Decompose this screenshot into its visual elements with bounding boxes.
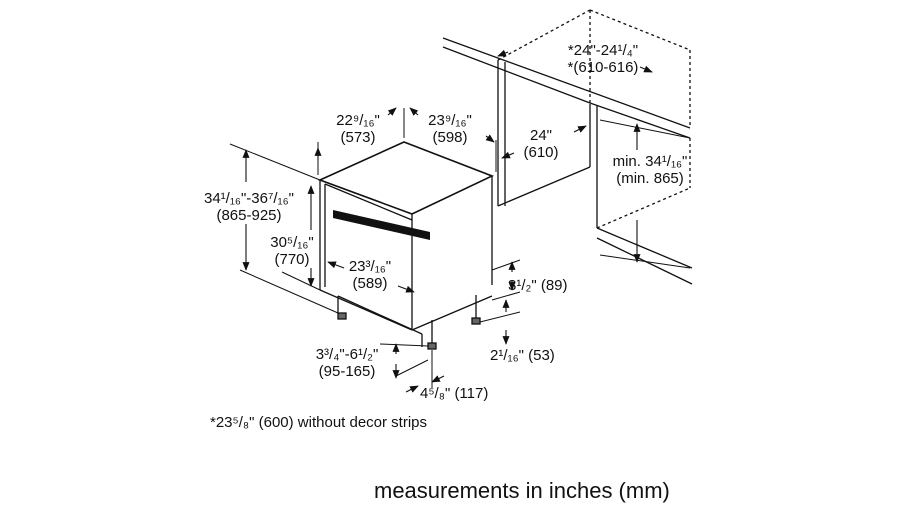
caption: measurements in inches (mm) (374, 478, 670, 503)
cabinet-depth-dimension: 24" (610) (516, 127, 566, 161)
dimension-arrows (242, 49, 653, 393)
leg-offset-dimension: 4⁵/₈" (117) (420, 385, 488, 402)
door-handle (333, 210, 430, 240)
foot-left (337, 312, 347, 320)
cabinet-height-inches: min. 34¹/₁₆" (612, 153, 688, 170)
cabinet-width-inches: *24"-24¹/₄" (567, 42, 639, 59)
foot-right (471, 317, 481, 325)
total-height-mm: (865-925) (216, 207, 282, 224)
leg-offset-value: 4⁵/₈" (117) (420, 385, 489, 402)
cabinet-width-dimension: *24"-24¹/₄" *(610-616) (548, 42, 658, 76)
total-height-dimension: 34¹/₁₆"-36⁷/₁₆" (865-925) (196, 190, 302, 224)
cabinet-depth-mm: (610) (523, 144, 559, 161)
leg-height-inches: 3³/₄"-6¹/₂" (315, 346, 379, 363)
door-height-dimension: 30⁵/₁₆" (770) (262, 234, 322, 268)
extension-lines (229, 108, 691, 388)
depth-a-mm: (573) (340, 129, 376, 146)
leg-height-dimension: 3³/₄"-6¹/₂" (95-165) (304, 346, 390, 380)
width-inches: 23³/₁₆" (348, 258, 392, 275)
foot-front (427, 342, 437, 350)
cabinet-outline (442, 37, 693, 285)
foot-height-dimension: 2¹/₁₆" (53) (490, 347, 555, 364)
depth-b-inches: 23⁹/₁₆" (428, 112, 472, 129)
cabinet-height-mm: (min. 865) (616, 170, 684, 187)
depth-b-dimension: 23⁹/₁₆" (598) (418, 112, 482, 146)
foot-height-value: 2¹/₁₆" (53) (490, 347, 555, 364)
depth-a-inches: 22⁹/₁₆" (336, 112, 380, 129)
door-height-inches: 30⁵/₁₆" (270, 234, 314, 251)
total-height-inches: 34¹/₁₆"-36⁷/₁₆" (204, 190, 294, 207)
cabinet-depth-inches: 24" (529, 127, 552, 144)
depth-b-mm: (598) (432, 129, 468, 146)
cabinet-width-mm: *(610-616) (567, 59, 639, 76)
cabinet-height-dimension: min. 34¹/₁₆" (min. 865) (600, 153, 700, 187)
width-dimension: 23³/₁₆" (589) (338, 258, 402, 292)
cavity-outline (497, 9, 691, 229)
plinth-gap-dimension: 3¹/₂" (89) (508, 277, 568, 294)
door-height-mm: (770) (274, 251, 310, 268)
plinth-gap-value: 3¹/₂" (89) (508, 277, 568, 294)
width-mm: (589) (352, 275, 388, 292)
leg-height-mm: (95-165) (318, 363, 376, 380)
depth-a-dimension: 22⁹/₁₆" (573) (328, 112, 388, 146)
dishwasher-body (317, 141, 495, 347)
footnote: *23⁵/₈" (600) without decor strips (210, 414, 428, 431)
